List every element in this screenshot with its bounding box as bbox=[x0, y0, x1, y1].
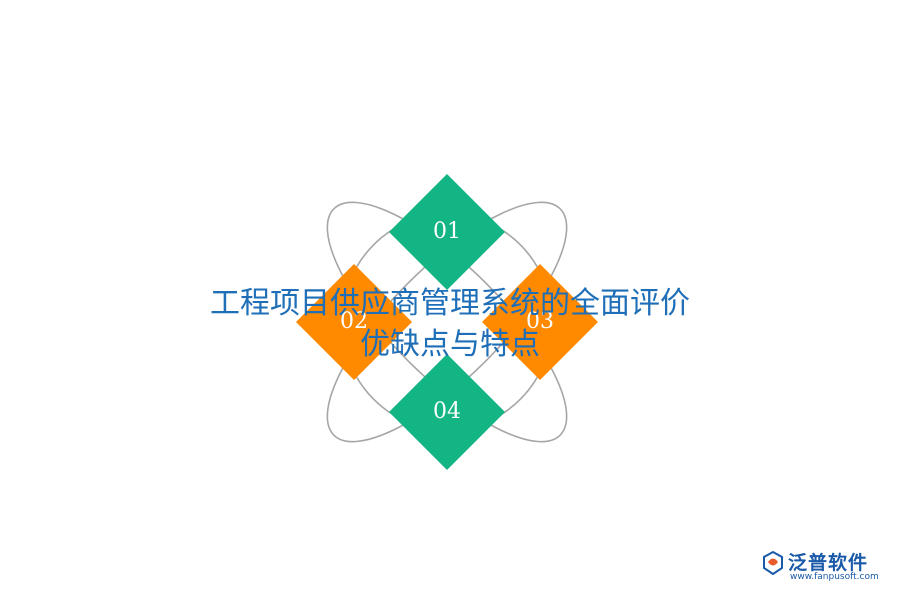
diamond-shape bbox=[389, 174, 505, 290]
fanpu-logo[interactable]: 泛普软件 www.fanpusoft.com bbox=[760, 548, 890, 584]
orbit-ring-diagonal-b bbox=[326, 201, 568, 443]
fanpu-logo-icon bbox=[763, 550, 783, 576]
diamond-label: 02 bbox=[340, 309, 368, 334]
diamond-node-right: 03 bbox=[482, 264, 598, 380]
diamond-nodes: 02 03 01 04 bbox=[296, 174, 598, 470]
logo-url: www.fanpusoft.com bbox=[790, 572, 879, 582]
diamond-label: 04 bbox=[433, 399, 461, 424]
diamond-label: 03 bbox=[526, 309, 554, 334]
diamond-label: 01 bbox=[433, 219, 461, 244]
diamond-node-bottom: 04 bbox=[389, 354, 505, 470]
diamond-shape bbox=[296, 264, 412, 380]
diamond-node-left: 02 bbox=[296, 264, 412, 380]
diagram-title-line-1: 工程项目供应商管理系统的全面评价 bbox=[210, 286, 690, 321]
diamond-node-top: 01 bbox=[389, 174, 505, 290]
diamond-shape bbox=[389, 354, 505, 470]
orbit-ring-diagonal-a bbox=[326, 201, 568, 443]
diagram-title-line-2: 优缺点与特点 bbox=[360, 327, 540, 362]
diamond-shape bbox=[482, 264, 598, 380]
logo-name: 泛普软件 bbox=[788, 552, 869, 574]
